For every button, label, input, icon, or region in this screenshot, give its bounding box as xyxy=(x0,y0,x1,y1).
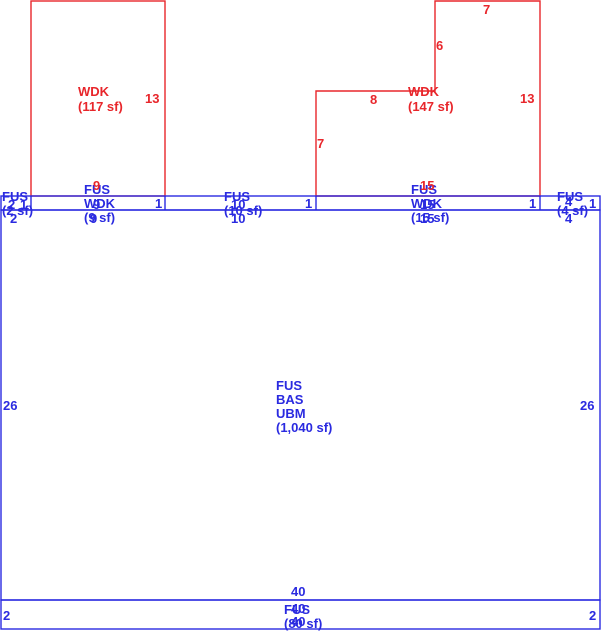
dim-main-bottom: 40 xyxy=(291,584,305,599)
main-area-label: FUS BAS UBM (1,040 sf) xyxy=(276,378,332,435)
dim-strip-left-end-top: 2 xyxy=(8,197,15,212)
dim-bottom-strip-left: 2 xyxy=(3,608,10,623)
deck-dimension-labels: 13 9 7 6 8 7 13 15 xyxy=(93,2,534,193)
dim-strip-right-end-bottom: 4 xyxy=(565,211,573,226)
building-dimension-labels: 2 1 2 9 9 1 10 10 1 15 15 1 4 4 1 26 26 … xyxy=(3,194,596,629)
bottom-strip-outline xyxy=(0,599,601,630)
dim-strip-right-end-side: 1 xyxy=(589,196,596,211)
bottom-strip-label: FUS (80 sf) xyxy=(284,602,322,631)
building-outlines xyxy=(0,195,601,630)
dim-strip-wdk-right-side: 1 xyxy=(529,196,536,211)
wdk-left-label: WDK (117 sf) xyxy=(78,84,123,114)
dim-strip-wdk-right-top: 15 xyxy=(420,197,434,212)
dim-bottom-strip-right: 2 xyxy=(589,608,596,623)
fus-right-end-label: FUS (4 sf) xyxy=(557,189,588,218)
dim-strip-wdk-left-side: 1 xyxy=(155,196,162,211)
fus-mid-label: FUS (10 sf) xyxy=(224,189,262,218)
dim-bottom-strip-bottom: 40 xyxy=(291,614,305,629)
dim-wdk-left-side: 13 xyxy=(145,91,159,106)
dim-wdk-right-bottom: 15 xyxy=(420,178,434,193)
dim-wdk-right-side: 13 xyxy=(520,91,534,106)
dim-strip-mid-side: 1 xyxy=(305,196,312,211)
dim-strip-wdk-left-bottom: 9 xyxy=(90,211,97,226)
fus-wdk-right-label: FUS WDK (15 sf) xyxy=(411,182,449,225)
dim-strip-mid-bottom: 10 xyxy=(231,211,245,226)
dim-bottom-strip-top: 40 xyxy=(291,601,305,616)
dim-main-right: 26 xyxy=(580,398,594,413)
dim-strip-left-end-bottom: 2 xyxy=(10,211,17,226)
dim-strip-mid-top: 10 xyxy=(231,197,245,212)
wdk-right-label: WDK (147 sf) xyxy=(408,84,454,114)
fus-wdk-left-label: FUS WDK (9 sf) xyxy=(84,182,119,225)
dim-strip-wdk-right-bottom: 15 xyxy=(420,211,434,226)
dim-strip-wdk-left-top: 9 xyxy=(93,197,100,212)
fus-left-end-label: FUS (2 sf) xyxy=(2,189,33,218)
dim-wdk-left-bottom: 9 xyxy=(93,178,100,193)
dim-wdk-right-notch-vertical: 6 xyxy=(436,38,443,53)
dim-strip-left-end-side: 1 xyxy=(20,197,27,212)
dim-wdk-right-left-side: 7 xyxy=(317,136,324,151)
area-labels: WDK (117 sf) WDK (147 sf) FUS (2 sf) FUS… xyxy=(2,84,588,631)
dim-main-left: 26 xyxy=(3,398,17,413)
dim-wdk-right-top: 7 xyxy=(483,2,490,17)
dim-wdk-right-notch-horizontal: 8 xyxy=(370,92,377,107)
dim-strip-right-end-top: 4 xyxy=(565,194,573,209)
